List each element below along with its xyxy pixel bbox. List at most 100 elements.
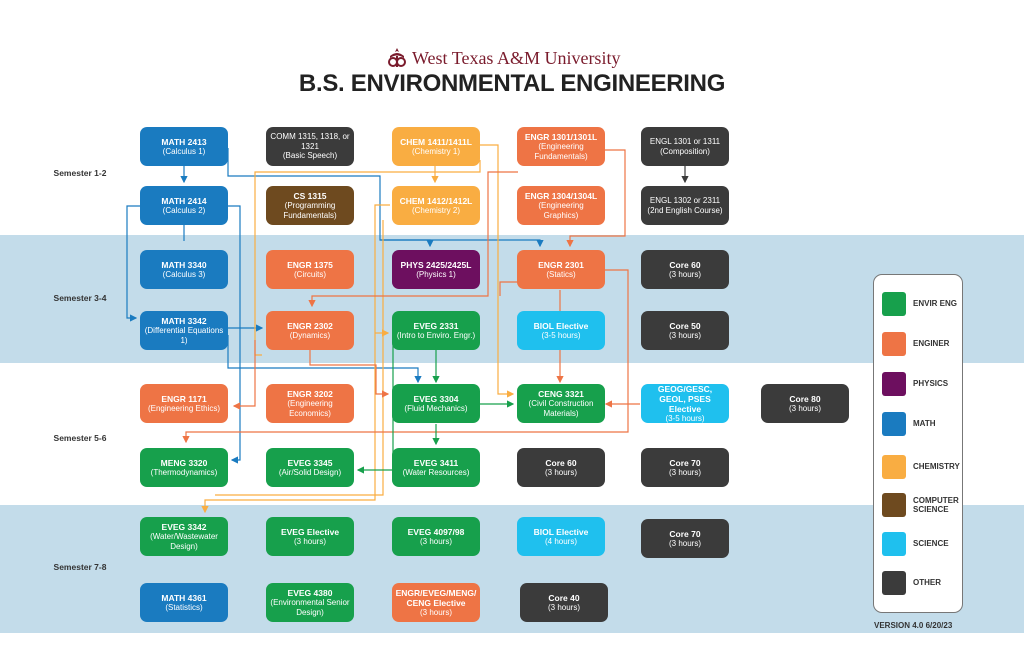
course-ceng-3321[interactable]: CENG 3321 (Civil Construction Materials) [517, 384, 605, 423]
course-desc: (Thermodynamics) [150, 467, 218, 477]
course-engr-1375[interactable]: ENGR 1375 (Circuits) [266, 250, 354, 289]
course-engr-1171[interactable]: ENGR 1171 (Engineering Ethics) [140, 384, 228, 423]
course-code: Core 80 [789, 393, 821, 404]
semester-label-1-2: Semester 1-2 [53, 168, 107, 178]
legend-swatch [882, 292, 906, 316]
arrow-math3342-eveg3304 [227, 335, 422, 384]
course-engr-1304[interactable]: ENGR 1304/1304L (Engineering Graphics) [517, 186, 605, 225]
course-eveg-4097[interactable]: EVEG 4097/98 (3 hours) [392, 517, 480, 556]
course-biol-elective-1[interactable]: BIOL Elective (3-5 hours) [517, 311, 605, 350]
legend-swatch [882, 332, 906, 356]
course-core-60-b[interactable]: Core 60 (3 hours) [517, 448, 605, 487]
course-core-70-b[interactable]: Core 70 (3 hours) [641, 519, 729, 558]
course-desc: (3 hours) [544, 467, 577, 477]
course-eveg-2331[interactable]: EVEG 2331 (Intro to Enviro. Engr.) [392, 311, 480, 350]
course-code: CHEM 1411/1411L [400, 136, 472, 147]
course-code: PHYS 2425/2425L [400, 259, 472, 270]
course-desc: (Basic Speech) [282, 151, 338, 161]
course-engr-2301[interactable]: ENGR 2301 (Statics) [517, 250, 605, 289]
legend-label: PHYSICS [913, 379, 949, 389]
course-eveg-elective[interactable]: EVEG Elective (3 hours) [266, 517, 354, 556]
course-code: EVEG 3411 [413, 457, 459, 468]
arrow-math2413-phys [227, 148, 434, 248]
course-code: EVEG 4097/98 [407, 526, 465, 537]
semester-label-7-8: Semester 7-8 [53, 562, 107, 572]
course-code: MATH 3340 [161, 259, 207, 270]
course-desc: (Statistics) [165, 602, 203, 612]
course-core-50[interactable]: Core 50 (3 hours) [641, 311, 729, 350]
course-eveg-3304[interactable]: EVEG 3304 (Fluid Mechanics) [392, 384, 480, 423]
course-core-80[interactable]: Core 80 (3 hours) [761, 384, 849, 423]
arrow-engr-engr2302 [308, 171, 518, 308]
university-name: West Texas A&M University [412, 47, 621, 68]
course-code: EVEG 3342 [161, 522, 207, 532]
course-code: ENGR 1304/1304L [524, 191, 598, 201]
course-eveg-4380[interactable]: EVEG 4380 (Environmental Senior Design) [266, 583, 354, 622]
legend-item-other: OTHER [882, 571, 941, 595]
course-desc: (4 hours) [544, 536, 577, 546]
legend-item-science: SCIENCE [882, 532, 949, 556]
course-math-3340[interactable]: MATH 3340 (Calculus 3) [140, 250, 228, 289]
course-desc: (Civil Construction Materials) [528, 399, 594, 418]
course-comm-1315[interactable]: COMM 1315, 1318, or 1321 (Basic Speech) [266, 127, 354, 166]
course-math-3342[interactable]: MATH 3342 (Differential Equations 1) [140, 311, 228, 350]
course-engl-1302[interactable]: ENGL 1302 or 2311 (2nd English Course) [641, 186, 729, 225]
course-desc: (Circuits) [294, 269, 326, 279]
course-cs-1315[interactable]: CS 1315 (Programming Fundamentals) [266, 186, 354, 225]
legend-item-envir-eng: ENVIR ENG [882, 292, 957, 316]
course-math-4361[interactable]: MATH 4361 (Statistics) [140, 583, 228, 622]
legend-label: ENVIR ENG [913, 299, 958, 309]
arrow-engr1301-engr2301 [566, 149, 626, 248]
course-desc: (Statics) [546, 269, 576, 279]
course-chem-1412[interactable]: CHEM 1412/1412L (Chemistry 2) [392, 186, 480, 225]
course-meng-3320[interactable]: MENG 3320 (Thermodynamics) [140, 448, 228, 487]
course-desc: (Intro to Enviro. Engr.) [396, 330, 476, 340]
course-biol-elective-2[interactable]: BIOL Elective (4 hours) [517, 517, 605, 556]
course-eveg-3342[interactable]: EVEG 3342 (Water/Wastewater Design) [140, 517, 228, 556]
course-desc: (Engineering Economics) [287, 399, 333, 418]
course-code: BIOL Elective [533, 526, 589, 537]
course-desc: (Water/Wastewater Design) [150, 532, 218, 551]
university-logo: West Texas A&M University [386, 45, 646, 71]
course-math-2414[interactable]: MATH 2414 (Calculus 2) [140, 186, 228, 225]
legend-item-math: MATH [882, 412, 936, 436]
course-desc: (3 hours) [293, 536, 326, 546]
course-desc: (Physics 1) [416, 269, 456, 279]
course-eveg-3411[interactable]: EVEG 3411 (Water Resources) [392, 448, 480, 487]
page-title: B.S. ENVIRONMENTAL ENGINEERING [298, 70, 726, 97]
course-desc: (Differential Equations 1) [144, 326, 224, 345]
course-chem-1411[interactable]: CHEM 1411/1411L (Chemistry 1) [392, 127, 480, 166]
course-code: GEOG/GESC, GEOL, PSES Elective [657, 383, 713, 414]
semester-label-3-4: Semester 3-4 [53, 293, 107, 303]
course-code: Core 60 [545, 457, 577, 468]
arrow-chem1412-eveg2331 [201, 204, 390, 514]
legend-label: CHEMISTRY [913, 462, 960, 472]
course-phys-2425[interactable]: PHYS 2425/2425L (Physics 1) [392, 250, 480, 289]
legend-label: COMPUTER SCIENCE [913, 495, 959, 515]
course-code: EVEG 2331 [413, 320, 459, 331]
arrow-math2414-math3342 [126, 205, 140, 322]
course-math-2413[interactable]: MATH 2413 (Calculus 1) [140, 127, 228, 166]
course-engr-1301[interactable]: ENGR 1301/1301L (Engineering Fundamental… [517, 127, 605, 166]
legend-swatch [882, 412, 906, 436]
legend-label: MATH [913, 419, 936, 429]
course-eveg-3345[interactable]: EVEG 3345 (Air/Solid Design) [266, 448, 354, 487]
course-code: ENGR 2301 [538, 259, 584, 270]
course-engr-3202[interactable]: ENGR 3202 (Engineering Economics) [266, 384, 354, 423]
course-desc: (Water Resources) [402, 467, 470, 477]
course-engr-elective[interactable]: ENGR/EVEG/MENG/ CENG Elective (3 hours) [392, 583, 480, 622]
course-code: Core 50 [669, 320, 701, 331]
course-code: CENG 3321 [538, 389, 584, 399]
course-code: ENGR 3202 [287, 389, 333, 399]
course-core-40[interactable]: Core 40 (3 hours) [520, 583, 608, 622]
course-code: CS 1315 [293, 191, 327, 201]
arrow-engr2302-eveg3304 [309, 350, 390, 398]
course-core-60-a[interactable]: Core 60 (3 hours) [641, 250, 729, 289]
course-desc: (Fluid Mechanics) [404, 403, 468, 413]
course-engl-1301[interactable]: ENGL 1301 or 1311 (Composition) [641, 127, 729, 166]
course-core-70-a[interactable]: Core 70 (3 hours) [641, 448, 729, 487]
course-engr-2302[interactable]: ENGR 2302 (Dynamics) [266, 311, 354, 350]
legend-item-enginer: ENGINER [882, 332, 949, 356]
arrow-math2413-engr2301 [380, 239, 544, 248]
course-geo-elective[interactable]: GEOG/GESC, GEOL, PSES Elective (3-5 hour… [641, 384, 729, 423]
